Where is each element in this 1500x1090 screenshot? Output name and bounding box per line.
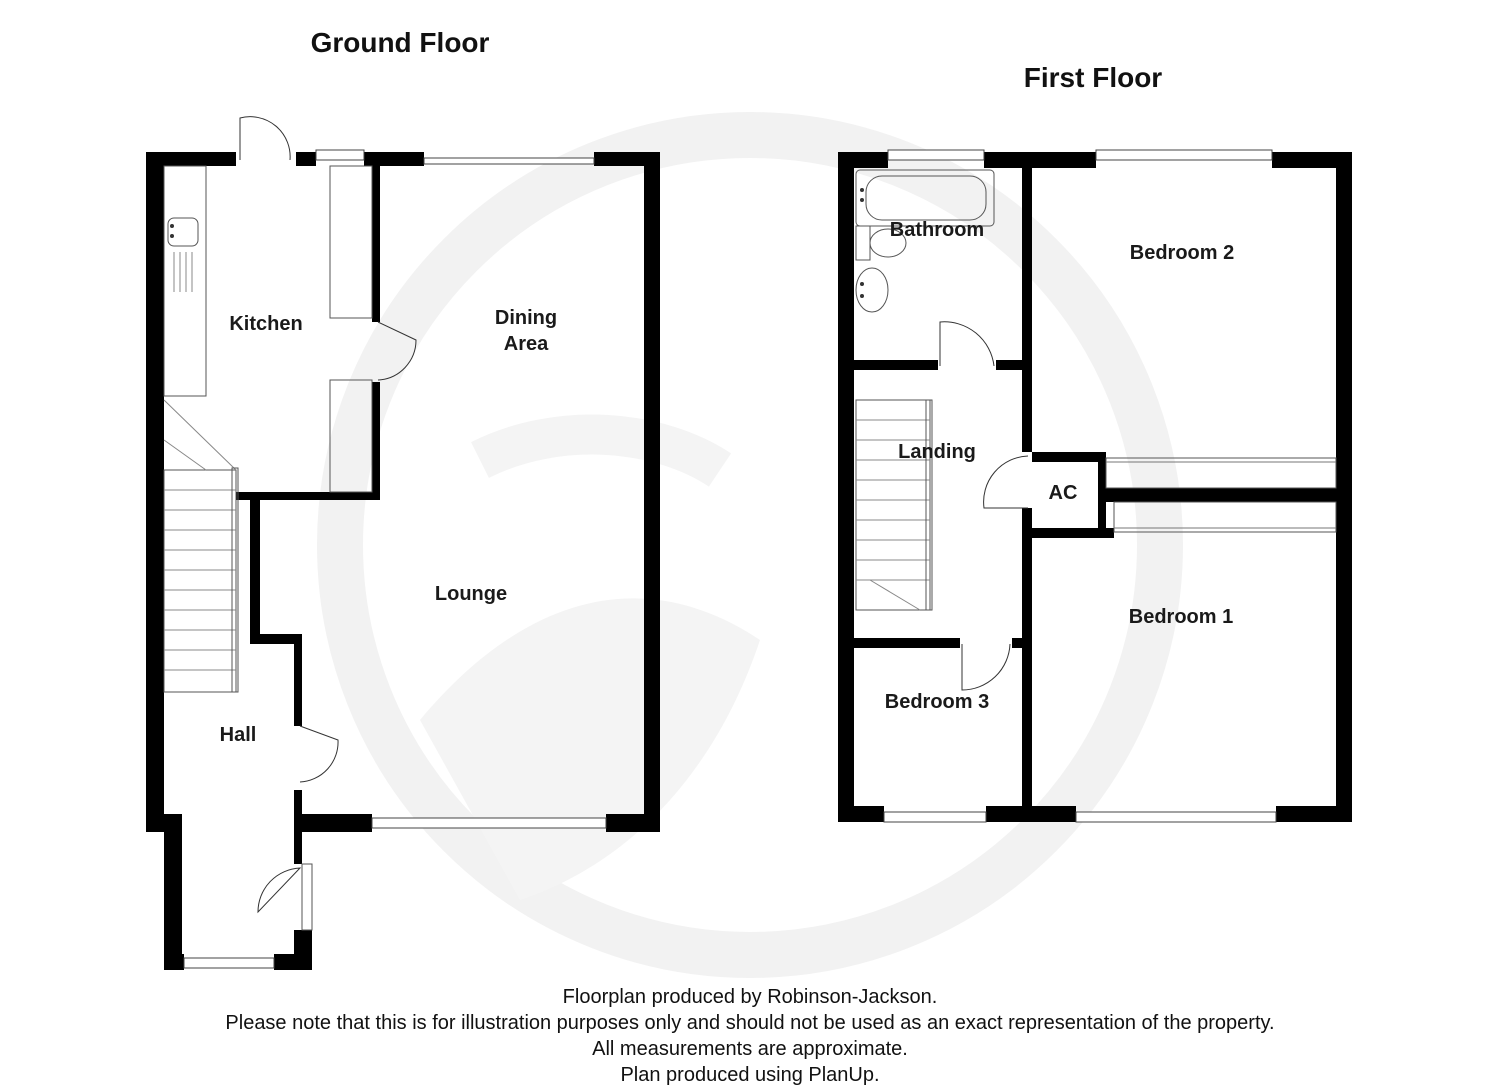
- room-label-kitchen: Kitchen: [229, 313, 302, 335]
- room-label-landing: Landing: [898, 441, 976, 463]
- first-floor-title: First Floor: [1024, 62, 1163, 93]
- room-label-bedroom-1: Bedroom 1: [1129, 606, 1233, 628]
- ground-floor-title: Ground Floor: [311, 27, 490, 58]
- disclaimer-footer: Floorplan produced by Robinson-Jackson. …: [0, 984, 1500, 1088]
- footer-line-software: Plan produced using PlanUp.: [620, 1064, 880, 1086]
- first-floor-labels: Bathroom Bedroom 2 Landing AC Bedroom 1 …: [885, 219, 1234, 713]
- first-floor-fixtures: [855, 169, 1337, 611]
- room-label-bathroom: Bathroom: [890, 219, 984, 241]
- ground-floor-doors: [239, 116, 417, 931]
- ground-floor-labels: Kitchen Dining Area Lounge Hall: [220, 307, 557, 746]
- room-label-bedroom-2: Bedroom 2: [1130, 242, 1234, 264]
- ground-floor-walls: [146, 152, 660, 970]
- watermark-logo: [317, 112, 1183, 978]
- first-floor-walls: [838, 152, 1352, 822]
- footer-line-producer: Floorplan produced by Robinson-Jackson.: [562, 986, 938, 1008]
- room-label-hall: Hall: [220, 724, 257, 746]
- first-floor-doors: [939, 321, 1029, 691]
- room-label-dining-line1: Dining: [495, 307, 557, 329]
- first-floor-windows: [883, 149, 1277, 823]
- footer-line-disclaimer: Please note that this is for illustratio…: [225, 1012, 1275, 1034]
- room-label-lounge: Lounge: [435, 583, 507, 605]
- room-label-dining-line2: Area: [504, 333, 549, 355]
- room-label-ac: AC: [1049, 482, 1078, 504]
- ground-floor-windows: [183, 149, 607, 969]
- ground-floor-fixtures: [163, 165, 373, 693]
- room-label-bedroom-3: Bedroom 3: [885, 691, 989, 713]
- footer-line-measurements: All measurements are approximate.: [592, 1038, 908, 1060]
